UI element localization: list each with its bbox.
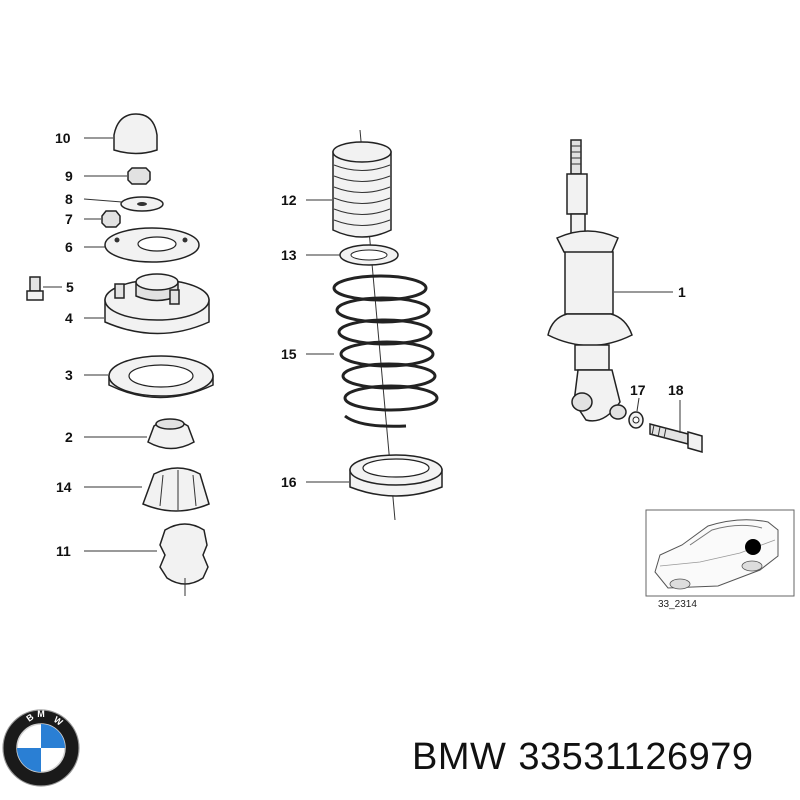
part-2-cup: 2 [65, 418, 195, 450]
part-8-washer: 8 [65, 191, 164, 212]
callout-16: 16 [281, 474, 297, 490]
part-3-ring-pad: 3 [65, 355, 214, 399]
part-number: 33531126979 [518, 736, 754, 778]
part-caption: BMW 33531126979 [412, 736, 766, 779]
part-13-upper-seat: 13 [281, 244, 399, 266]
callout-8: 8 [65, 191, 73, 207]
location-marker-icon [745, 539, 761, 555]
part-6-plate: 6 [65, 227, 200, 263]
callout-10: 10 [55, 130, 71, 146]
inset-reference: 33_2314 [658, 599, 697, 610]
callout-1: 1 [678, 284, 686, 300]
part-16-lower-seat: 16 [281, 454, 443, 497]
callout-17: 17 [630, 382, 646, 398]
callout-11: 11 [56, 543, 71, 559]
part-7-nut: 7 [65, 210, 121, 228]
part-12-dust-boot: 12 [281, 141, 392, 238]
callout-12: 12 [281, 192, 297, 208]
callout-13: 13 [281, 247, 297, 263]
callout-6: 6 [65, 239, 73, 255]
callout-15: 15 [281, 346, 297, 362]
svg-text:B: B [24, 711, 35, 723]
callout-4: 4 [65, 310, 73, 326]
brand-name: BMW [412, 736, 507, 778]
bmw-logo-icon: B M W [2, 709, 80, 787]
svg-text:M: M [37, 709, 45, 719]
part-10-cap: 10 [55, 113, 158, 155]
part-9-nut: 9 [65, 167, 151, 185]
callout-14: 14 [56, 479, 72, 495]
callout-7: 7 [65, 211, 73, 227]
part-4-strut-mount: 4 [65, 273, 210, 335]
callout-18: 18 [668, 382, 684, 398]
part-15-coil-spring: 15 [281, 274, 439, 428]
part-18-bolt: 18 [649, 382, 703, 453]
callout-3: 3 [65, 367, 73, 383]
callout-9: 9 [65, 168, 73, 184]
callout-5: 5 [66, 279, 74, 295]
part-17-washer: 17 [628, 382, 646, 429]
part-11-bump-stop: 11 [56, 523, 209, 596]
part-14-stopper: 14 [56, 467, 210, 512]
part-5-bolt: 5 [26, 276, 74, 301]
part-1-shock-absorber: 1 [547, 139, 686, 422]
car-location-inset: 33_2314 [645, 509, 795, 610]
callout-2: 2 [65, 429, 73, 445]
